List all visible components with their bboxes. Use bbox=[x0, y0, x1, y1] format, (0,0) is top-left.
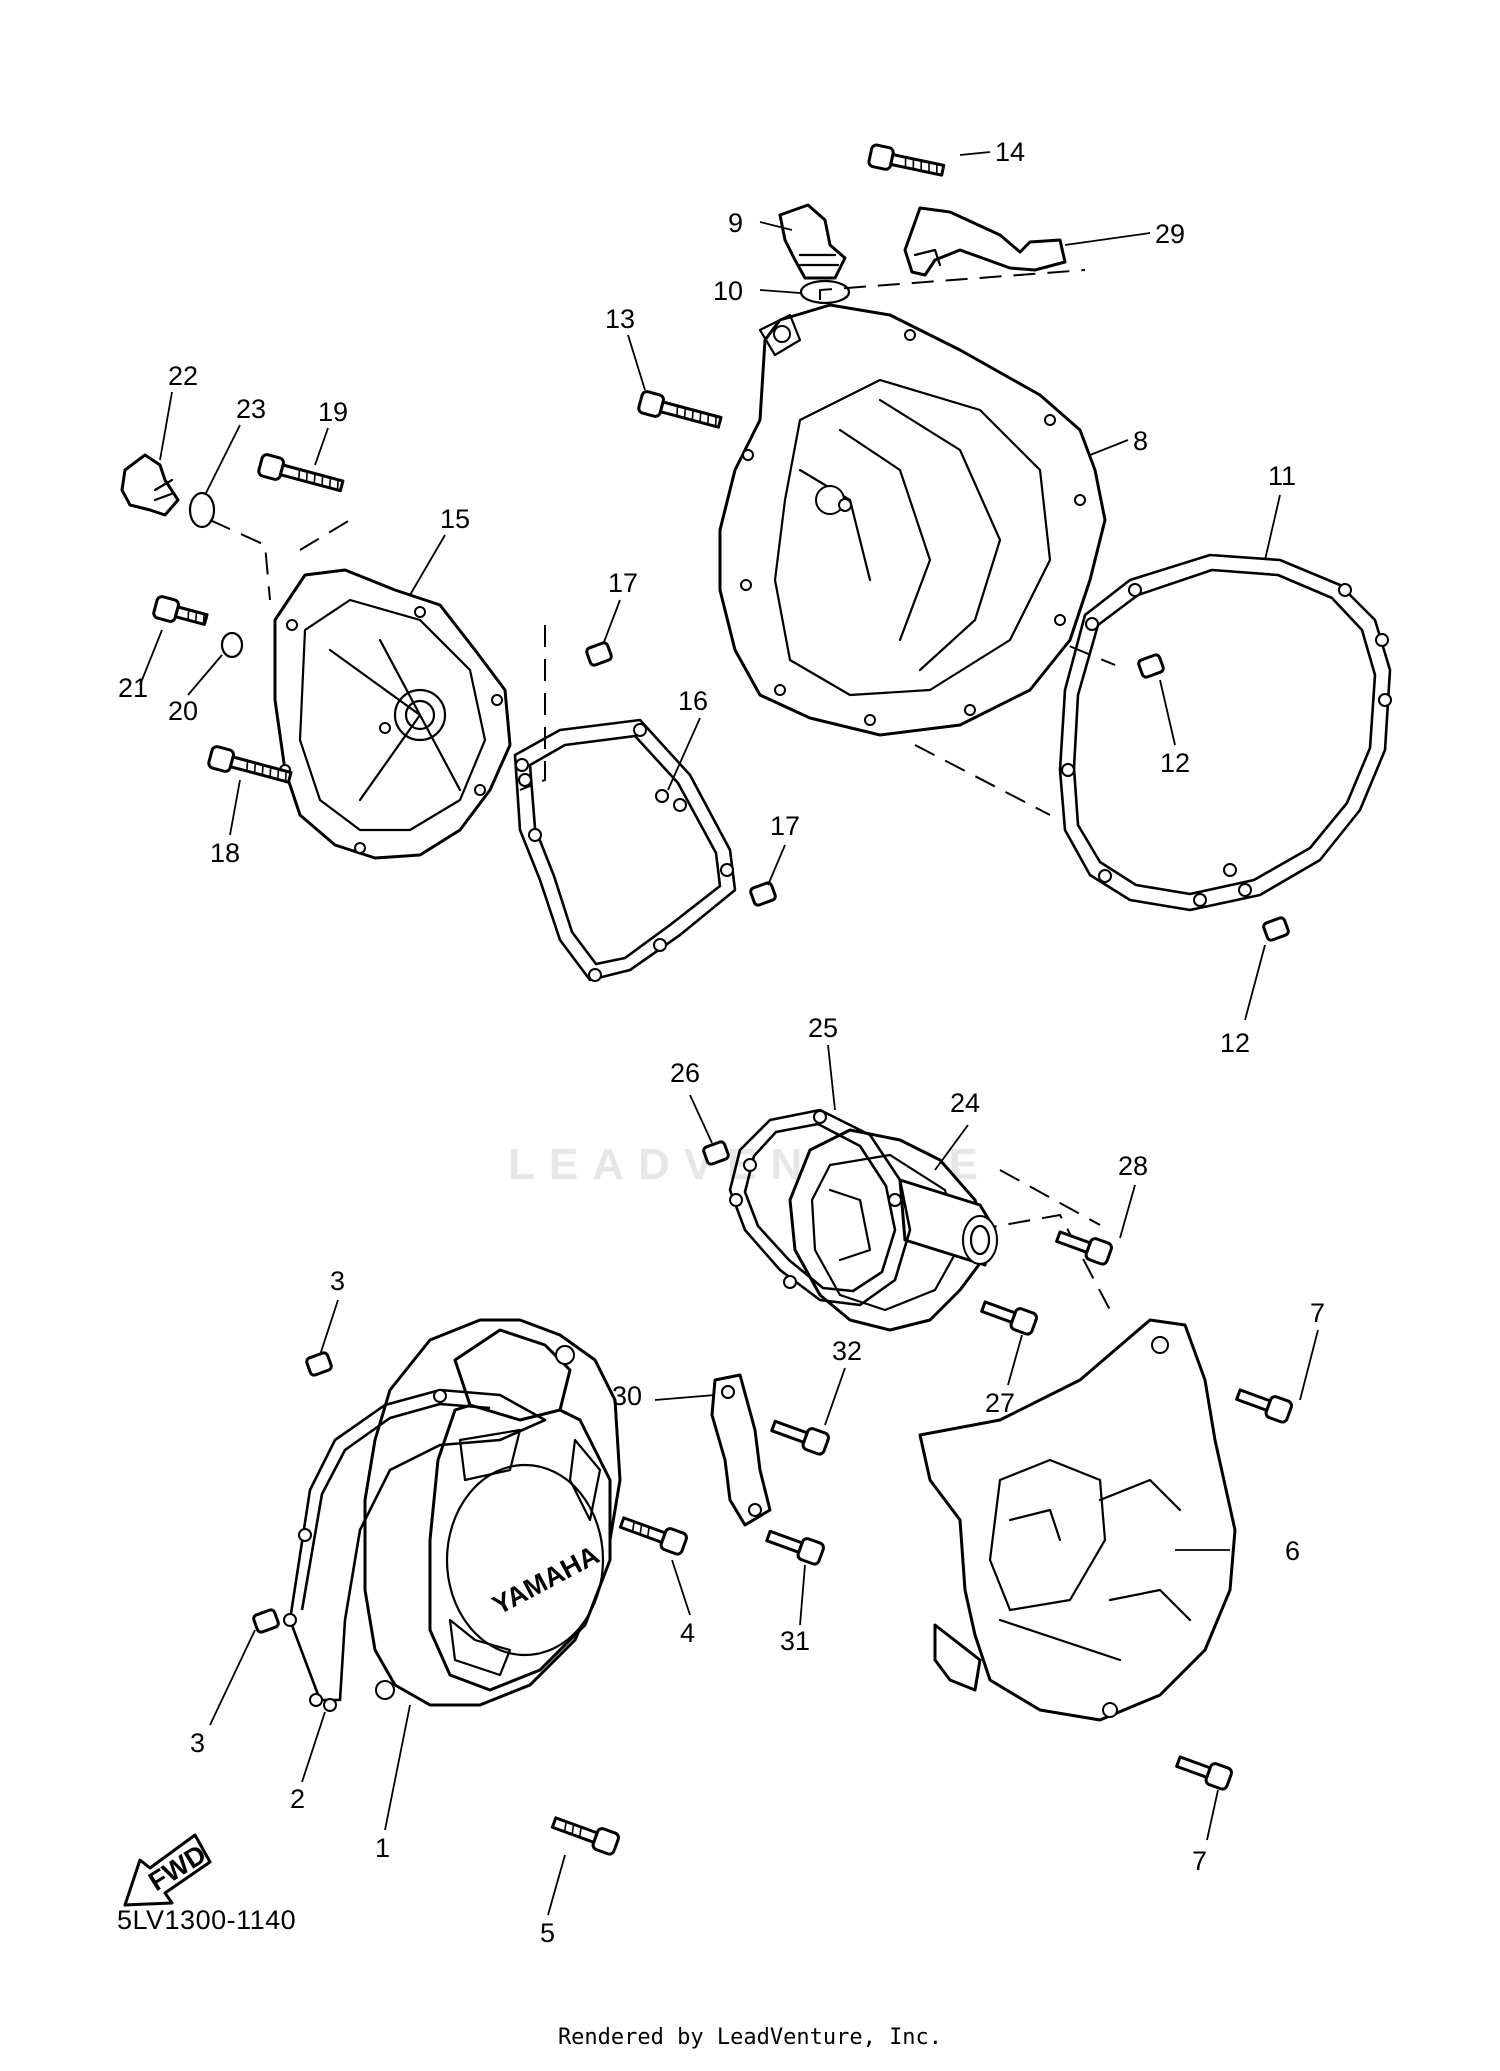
dowel-pin-12-upper[interactable] bbox=[1137, 653, 1165, 679]
callout-13: 13 bbox=[605, 304, 635, 334]
dowel-pin-3-lower[interactable] bbox=[252, 1608, 280, 1634]
callout-27: 27 bbox=[985, 1388, 1015, 1418]
bolt-31[interactable] bbox=[765, 1526, 825, 1566]
callout-4: 4 bbox=[680, 1618, 695, 1648]
callout-11: 11 bbox=[1268, 461, 1296, 491]
callout-8: 8 bbox=[1133, 426, 1148, 456]
callout-32: 32 bbox=[832, 1336, 862, 1366]
callout-2: 2 bbox=[290, 1784, 305, 1814]
bolt-28[interactable] bbox=[1055, 1226, 1113, 1266]
sprocket-cover[interactable] bbox=[918, 1318, 1237, 1722]
bolt-13[interactable] bbox=[637, 390, 723, 432]
callout-3-upper: 3 bbox=[330, 1266, 345, 1296]
plug-22[interactable] bbox=[120, 453, 180, 517]
generator-cover[interactable]: YAMAHA bbox=[363, 1318, 622, 1707]
callout-labels: 14 29 9 10 13 8 11 12 12 22 23 19 15 17 … bbox=[118, 137, 1325, 1948]
callout-25: 25 bbox=[808, 1013, 838, 1043]
callout-16: 16 bbox=[678, 686, 708, 716]
pump-cover-gasket[interactable] bbox=[728, 1108, 912, 1307]
callout-9: 9 bbox=[728, 208, 743, 238]
callout-21: 21 bbox=[118, 673, 148, 703]
forward-direction-arrow: FWD bbox=[123, 1833, 212, 1907]
callout-12-upper: 12 bbox=[1160, 748, 1190, 778]
callout-10: 10 bbox=[713, 276, 743, 306]
bolt-14[interactable] bbox=[867, 143, 946, 181]
bolts bbox=[152, 143, 1293, 1856]
callout-26: 26 bbox=[670, 1058, 700, 1088]
callout-28: 28 bbox=[1118, 1151, 1148, 1181]
callout-20: 20 bbox=[168, 696, 198, 726]
washer-20[interactable] bbox=[220, 631, 244, 659]
bolt-27[interactable] bbox=[980, 1296, 1038, 1336]
dowel-pin-3-upper[interactable] bbox=[305, 1351, 333, 1377]
dowel-pins bbox=[252, 641, 1290, 1634]
bolt-5[interactable] bbox=[550, 1812, 620, 1856]
pump-cover[interactable] bbox=[788, 1128, 998, 1332]
filler-plug-o-ring[interactable] bbox=[799, 279, 851, 305]
callout-7-lower: 7 bbox=[1192, 1846, 1207, 1876]
callout-7-upper: 7 bbox=[1310, 1298, 1325, 1328]
callout-31: 31 bbox=[780, 1626, 810, 1656]
callout-12-lower: 12 bbox=[1220, 1028, 1250, 1058]
o-ring-23[interactable] bbox=[188, 491, 216, 529]
dowel-pin-26[interactable] bbox=[702, 1140, 730, 1166]
oil-filler-plug[interactable] bbox=[778, 203, 847, 280]
diagram-reference-number: 5LV1300-1140 bbox=[117, 1905, 297, 1935]
rendered-by-credit: Rendered by LeadVenture, Inc. bbox=[557, 2025, 943, 2050]
dowel-pin-17-lower[interactable] bbox=[749, 881, 777, 907]
callout-17-lower: 17 bbox=[770, 811, 800, 841]
bolt-4[interactable] bbox=[618, 1512, 688, 1556]
bolt-18[interactable] bbox=[207, 745, 293, 787]
clutch-cover-gasket[interactable] bbox=[1058, 553, 1392, 912]
callout-18: 18 bbox=[210, 838, 240, 868]
callout-1: 1 bbox=[375, 1833, 390, 1863]
generator-cover-gasket[interactable] bbox=[283, 1388, 547, 1712]
callout-29: 29 bbox=[1155, 219, 1185, 249]
dowel-pin-12-lower[interactable] bbox=[1262, 916, 1290, 942]
callout-6: 6 bbox=[1285, 1536, 1300, 1566]
dowel-pin-17-upper[interactable] bbox=[585, 641, 613, 667]
bolt-21[interactable] bbox=[152, 595, 209, 630]
callout-15: 15 bbox=[440, 504, 470, 534]
callout-22: 22 bbox=[168, 361, 198, 391]
callout-24: 24 bbox=[950, 1088, 980, 1118]
bolt-7-lower[interactable] bbox=[1175, 1751, 1233, 1791]
callout-19: 19 bbox=[318, 397, 348, 427]
leader-lines bbox=[139, 151, 1319, 1916]
callout-14: 14 bbox=[995, 137, 1025, 167]
bolt-19[interactable] bbox=[257, 453, 345, 496]
small-cover-gasket[interactable] bbox=[513, 718, 737, 982]
callout-30: 30 bbox=[612, 1381, 642, 1411]
clutch-cover[interactable] bbox=[718, 303, 1107, 737]
callout-17-upper: 17 bbox=[608, 568, 638, 598]
callout-23: 23 bbox=[236, 394, 266, 424]
bracket-plate[interactable] bbox=[710, 1373, 772, 1527]
callout-3-lower: 3 bbox=[190, 1728, 205, 1758]
callout-5: 5 bbox=[540, 1918, 555, 1948]
crankcase-cover-small[interactable] bbox=[273, 568, 512, 860]
cable-clamp[interactable] bbox=[903, 206, 1067, 277]
bolt-7-upper[interactable] bbox=[1235, 1384, 1293, 1424]
bolt-32[interactable] bbox=[770, 1416, 830, 1456]
